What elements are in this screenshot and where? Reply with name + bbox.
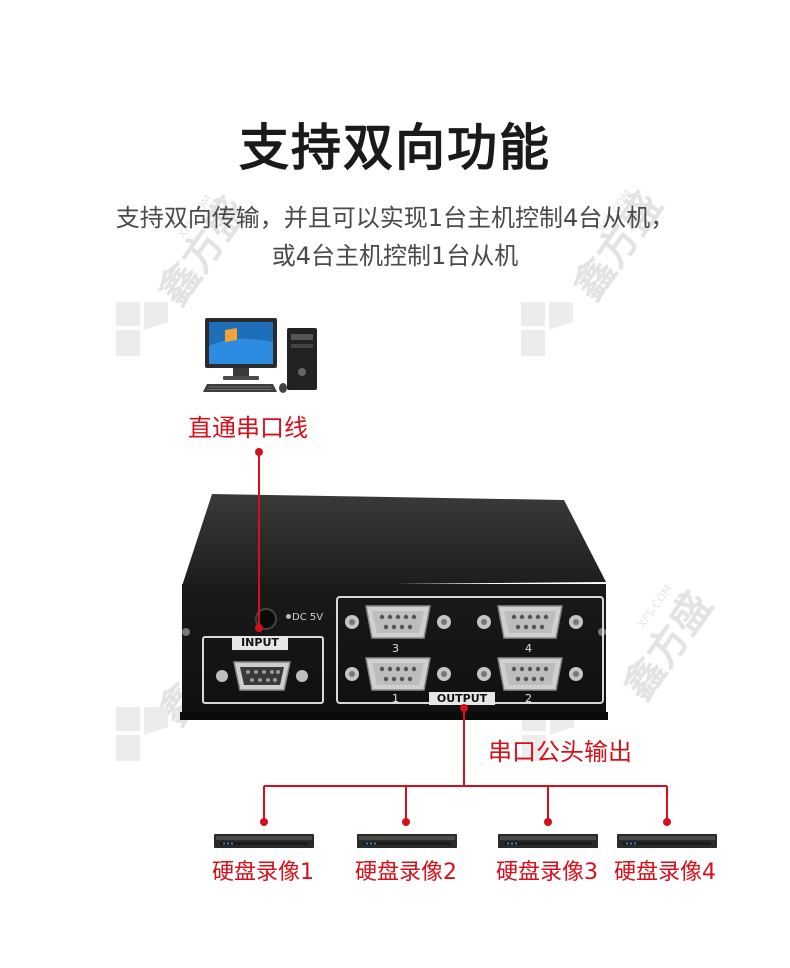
- output-panel-label: OUTPUT: [429, 692, 495, 705]
- watermark-logo-icon: [521, 302, 573, 356]
- cable-label: 直通串口线: [188, 414, 308, 442]
- db9-male-port-icon: [477, 605, 583, 639]
- dvr-label-4: 硬盘录像4: [614, 860, 716, 885]
- db9-male-port-icon: [345, 605, 451, 639]
- description-line-1: 支持双向传输，并且可以实现1台主机控制4台从机，: [115, 204, 675, 232]
- db9-male-port-icon: [345, 657, 451, 691]
- power-indicator-icon: [286, 614, 291, 619]
- power-label: DC 5V: [292, 612, 324, 623]
- output-label: 串口公头输出: [488, 738, 632, 766]
- description-line-2: 或4台主机控制1台从机: [271, 242, 519, 270]
- port-number-2: 2: [525, 692, 532, 705]
- port-number-1: 1: [392, 692, 399, 705]
- db9-male-port-icon: [477, 657, 583, 691]
- dvr-device-icon: [357, 834, 457, 848]
- input-panel-label: INPUT: [232, 636, 288, 650]
- watermark-logo-icon: [116, 302, 168, 356]
- dvr-device-icon: [214, 834, 314, 848]
- port-number-4: 4: [525, 642, 532, 655]
- page-title: 支持双向功能: [239, 119, 551, 177]
- db9-female-port-icon: [216, 661, 308, 691]
- watermark-logo-icon: [116, 707, 168, 761]
- dvr-label-1: 硬盘录像1: [212, 860, 314, 885]
- dvr-label-3: 硬盘录像3: [496, 860, 598, 885]
- dvr-device-icon: [617, 834, 717, 848]
- dvr-label-2: 硬盘录像2: [355, 860, 457, 885]
- computer-icon: [203, 318, 317, 393]
- port-number-3: 3: [392, 642, 399, 655]
- dvr-device-icon: [498, 834, 598, 848]
